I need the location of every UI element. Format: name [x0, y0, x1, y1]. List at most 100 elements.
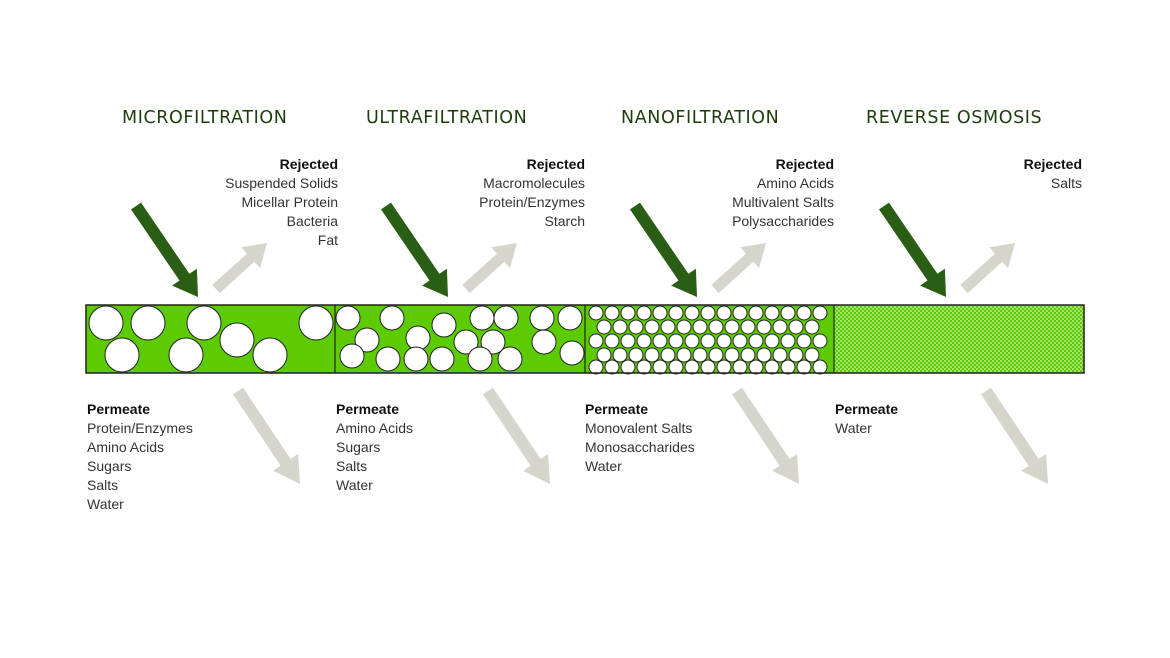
feed-arrow-nanofiltration [630, 202, 697, 297]
permeate-item: Amino Acids [336, 420, 414, 436]
permeate-item: Monosaccharides [585, 439, 695, 455]
pore-ultrafiltration [354, 327, 380, 353]
pore-nanofiltration [612, 319, 628, 335]
pore-nanofiltration [604, 359, 620, 375]
pore-microfiltration [168, 337, 204, 373]
pore-nanofiltration [684, 333, 700, 349]
rejected-arrow-reverse-osmosis [960, 243, 1015, 294]
pore-nanofiltration [652, 305, 668, 321]
pore-nanofiltration [740, 319, 756, 335]
feed-arrow-ultrafiltration [381, 202, 448, 297]
membrane-segment-reverse-osmosis [834, 305, 1084, 373]
permeate-item: Water [585, 458, 622, 474]
pore-nanofiltration [764, 359, 780, 375]
rejected-arrow-nanofiltration [711, 243, 766, 294]
pore-nanofiltration [748, 359, 764, 375]
permeate-label: Permeate [336, 401, 400, 417]
permeate-list-ultrafiltration: Permeate Amino Acids Sugars Salts Water [336, 400, 576, 495]
pore-nanofiltration [724, 347, 740, 363]
pore-ultrafiltration [379, 305, 405, 331]
permeate-item: Salts [87, 477, 119, 493]
pore-nanofiltration [684, 359, 700, 375]
pore-nanofiltration [700, 359, 716, 375]
pore-ultrafiltration [429, 346, 455, 372]
rejected-item: Protein/Enzymes [479, 194, 585, 210]
pore-ultrafiltration [335, 305, 361, 331]
pore-nanofiltration [732, 305, 748, 321]
pore-ultrafiltration [557, 305, 583, 331]
pore-microfiltration [130, 305, 166, 341]
pore-nanofiltration [788, 319, 804, 335]
permeate-arrow-reverse-osmosis [981, 387, 1048, 484]
rejected-item: Starch [544, 213, 585, 229]
pore-nanofiltration [636, 305, 652, 321]
pore-nanofiltration [716, 305, 732, 321]
pore-nanofiltration [652, 333, 668, 349]
rejected-item: Suspended Solids [225, 175, 338, 191]
rejected-label: Rejected [775, 156, 834, 172]
pore-ultrafiltration [529, 305, 555, 331]
pore-nanofiltration [796, 305, 812, 321]
pore-nanofiltration [772, 319, 788, 335]
pore-ultrafiltration [493, 305, 519, 331]
pore-nanofiltration [604, 333, 620, 349]
permeate-item: Amino Acids [87, 439, 165, 455]
pore-nanofiltration [684, 305, 700, 321]
permeate-item: Salts [336, 458, 368, 474]
stage-title-reverse-osmosis: REVERSE OSMOSIS [866, 108, 1043, 128]
pore-nanofiltration [812, 359, 828, 375]
pore-ultrafiltration [469, 305, 495, 331]
pore-ultrafiltration [467, 346, 493, 372]
pore-ultrafiltration [480, 329, 506, 355]
pore-nanofiltration [708, 319, 724, 335]
pore-nanofiltration [644, 347, 660, 363]
pore-nanofiltration [596, 319, 612, 335]
rejected-label: Rejected [279, 156, 338, 172]
feed-arrow-reverse-osmosis [879, 202, 946, 297]
feed-arrow-microfiltration [131, 202, 198, 297]
pore-nanofiltration [588, 333, 604, 349]
pore-nanofiltration [644, 319, 660, 335]
permeate-item: Protein/Enzymes [87, 420, 193, 436]
pore-nanofiltration [756, 347, 772, 363]
pore-ultrafiltration [403, 346, 429, 372]
rejected-item: Macromolecules [483, 175, 585, 191]
pore-nanofiltration [668, 359, 684, 375]
pore-nanofiltration [716, 333, 732, 349]
pore-nanofiltration [796, 359, 812, 375]
pore-nanofiltration [812, 333, 828, 349]
pore-ultrafiltration [531, 329, 557, 355]
rejected-list-nanofiltration: Rejected Amino Acids Multivalent Salts P… [584, 155, 834, 231]
rejected-item: Micellar Protein [241, 194, 338, 210]
pore-nanofiltration [636, 333, 652, 349]
rejected-list-microfiltration: Rejected Suspended Solids Micellar Prote… [88, 155, 338, 250]
rejected-item: Bacteria [286, 213, 338, 229]
pore-nanofiltration [588, 305, 604, 321]
pore-ultrafiltration [405, 325, 431, 351]
rejected-list-ultrafiltration: Rejected Macromolecules Protein/Enzymes … [335, 155, 585, 231]
pore-nanofiltration [620, 359, 636, 375]
stage-title-ultrafiltration: ULTRAFILTRATION [366, 108, 528, 128]
pore-microfiltration [252, 337, 288, 373]
permeate-list-reverse-osmosis: Permeate Water [835, 400, 1075, 438]
pore-nanofiltration [628, 347, 644, 363]
pore-ultrafiltration [375, 346, 401, 372]
pore-nanofiltration [780, 333, 796, 349]
pore-nanofiltration [732, 359, 748, 375]
pore-microfiltration [298, 305, 334, 341]
pore-nanofiltration [788, 347, 804, 363]
pore-nanofiltration [620, 305, 636, 321]
pore-microfiltration [88, 305, 124, 341]
pore-nanofiltration [748, 305, 764, 321]
pore-nanofiltration [748, 333, 764, 349]
pore-nanofiltration [612, 347, 628, 363]
permeate-item: Sugars [87, 458, 132, 474]
permeate-arrow-microfiltration [233, 387, 300, 484]
pore-nanofiltration [588, 359, 604, 375]
permeate-label: Permeate [835, 401, 899, 417]
membrane-outline [85, 304, 1085, 374]
pore-nanofiltration [652, 359, 668, 375]
pore-nanofiltration [692, 347, 708, 363]
pore-microfiltration [186, 305, 222, 341]
